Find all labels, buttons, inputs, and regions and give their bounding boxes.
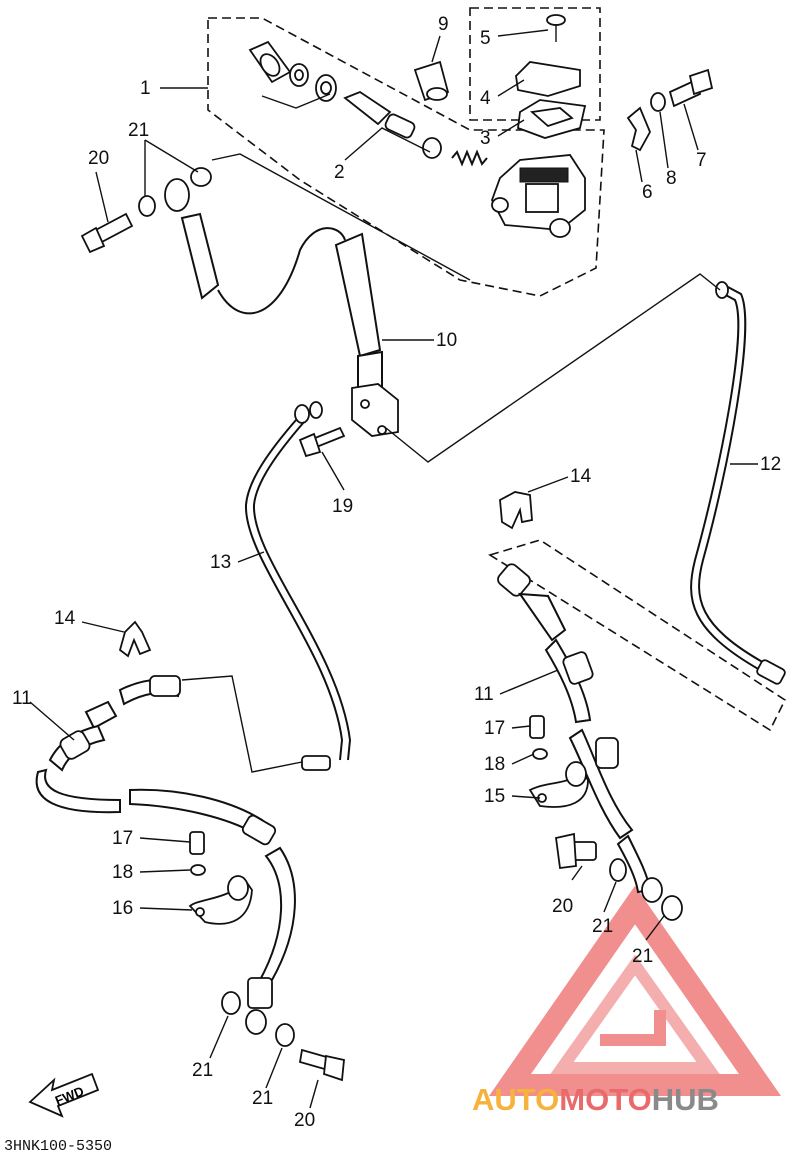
callout-21-top: 21	[128, 120, 149, 141]
brake-hose-left	[35, 675, 296, 1035]
holder-bolt-left	[189, 831, 205, 855]
watermark-moto: MOTO	[559, 1082, 651, 1117]
joint-bolt	[298, 426, 346, 458]
callout-20-top: 20	[88, 148, 109, 169]
copper-washer-right-a	[609, 858, 627, 882]
brake-pipe-left	[244, 401, 352, 771]
master-cylinder-group-box	[207, 17, 605, 297]
copper-washer-top-a	[138, 195, 156, 217]
callout-21-right-a: 21	[592, 916, 613, 937]
reservoir-cap-plate	[515, 61, 581, 97]
hose-holder-left	[188, 875, 253, 925]
callout-7: 7	[696, 150, 707, 171]
callout-20-right: 20	[552, 896, 573, 917]
hose-holder-right	[528, 761, 589, 808]
callout-1: 1	[140, 78, 151, 99]
callout-16: 16	[112, 898, 133, 919]
hose-clip-right	[499, 491, 533, 530]
callout-4: 4	[480, 88, 491, 109]
holder-washer-right	[532, 748, 548, 760]
callout-5: 5	[480, 28, 491, 49]
cap-screw	[546, 14, 566, 42]
brake-hose-upper	[164, 178, 383, 394]
callout-6: 6	[642, 182, 653, 203]
copper-washer-top-b	[190, 167, 212, 187]
callout-15: 15	[484, 786, 505, 807]
brake-hose-joint	[351, 383, 399, 437]
callout-12: 12	[760, 454, 781, 475]
brake-pipe-right	[690, 281, 786, 685]
holder-clamp	[626, 106, 651, 152]
watermark-auto: AUTO	[472, 1082, 559, 1117]
callout-21-bottom-a: 21	[192, 1060, 213, 1081]
callout-18-left: 18	[112, 862, 133, 883]
diagram-part-code: 3HNK100-5350	[4, 1138, 113, 1155]
holder-bolt-right	[529, 715, 545, 739]
union-bolt-top	[80, 212, 134, 254]
callout-14-right: 14	[570, 466, 592, 487]
callout-2: 2	[334, 162, 345, 183]
callout-9: 9	[438, 14, 449, 35]
automotohub-watermark-logo	[488, 885, 782, 1096]
callout-21-right-b: 21	[632, 946, 653, 967]
callout-17-left: 17	[112, 828, 133, 849]
right-caliper-hose-box	[488, 539, 787, 732]
copper-washer-bottom-b	[275, 1023, 295, 1047]
callout-21-bottom-b: 21	[252, 1088, 273, 1109]
brake-hose-right	[497, 563, 663, 903]
forward-arrow: FWD	[28, 1072, 100, 1118]
callout-18-right: 18	[484, 754, 505, 775]
holder-washer-left	[190, 864, 206, 876]
callout-14-left: 14	[54, 608, 76, 629]
reservoir-cap-group-box	[469, 7, 601, 121]
callout-8: 8	[666, 168, 677, 189]
union-bolt-right	[554, 832, 597, 870]
union-bolt-bottom	[298, 1048, 345, 1082]
callout-11-right: 11	[474, 684, 494, 705]
master-cylinder-body	[491, 154, 586, 238]
callout-labels: 1 2 3 4 5 6 7 8 9 10 11 11 12 13 14 14 1…	[12, 14, 781, 1131]
callout-17-right: 17	[484, 718, 505, 739]
watermark-hub: HUB	[652, 1082, 719, 1117]
copper-washer-right-b	[661, 895, 683, 921]
hose-clip-left	[118, 620, 152, 658]
callout-19: 19	[332, 496, 353, 517]
master-cylinder-kit	[248, 40, 488, 167]
callout-13: 13	[210, 552, 231, 573]
reservoir-diaphragm	[517, 99, 587, 139]
callout-11-left: 11	[12, 688, 32, 709]
callout-3: 3	[480, 128, 491, 149]
holder-washer	[650, 92, 666, 112]
copper-washer-bottom-a	[221, 991, 241, 1015]
callout-20-bottom: 20	[294, 1110, 315, 1131]
holder-bolt	[668, 68, 714, 108]
leader-lines	[29, 29, 758, 1109]
sleeve	[413, 60, 450, 102]
callout-10: 10	[436, 330, 457, 351]
watermark-text: AUTOMOTOHUB	[472, 1082, 719, 1117]
